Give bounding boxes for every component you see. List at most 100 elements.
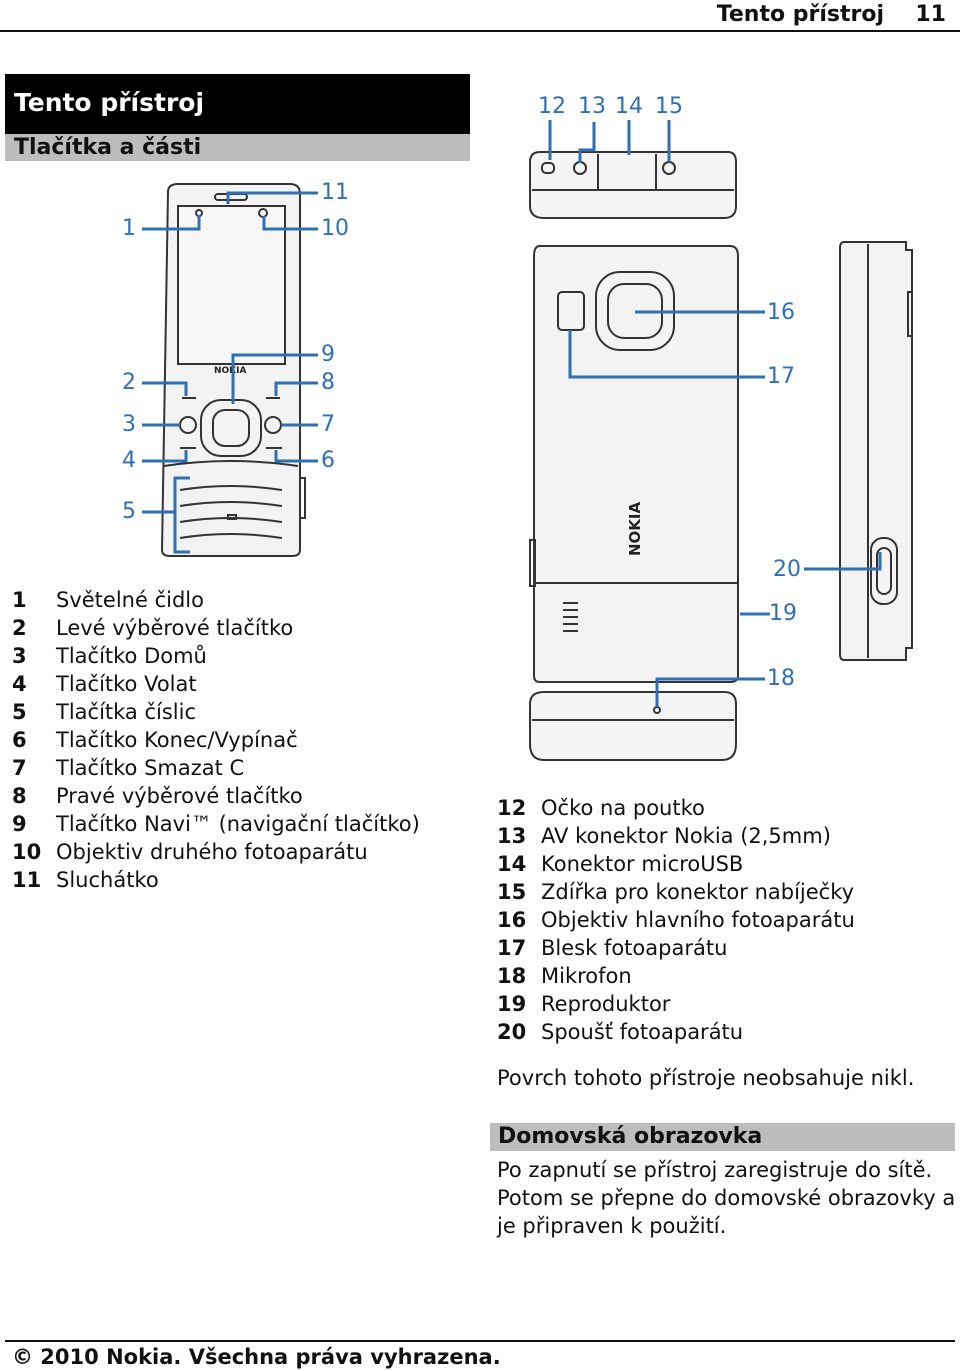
footer-copyright: © 2010 Nokia. Všechna práva vyhrazena. xyxy=(12,1345,501,1369)
parts-list-label: Tlačítko Domů xyxy=(56,644,207,668)
parts-list-number: 13 xyxy=(497,824,527,848)
parts-list-label: Sluchátko xyxy=(56,868,159,892)
callout-16: 16 xyxy=(767,300,795,325)
phone-back-logo: NOKIA xyxy=(626,501,644,556)
parts-list-label: Zdířka pro konektor nabíječky xyxy=(541,880,855,904)
section-heading: Tlačítka a části xyxy=(5,134,470,161)
parts-list-label: Mikrofon xyxy=(541,964,632,988)
parts-list-number: 3 xyxy=(12,644,27,668)
parts-list-item: 2 Levé výběrové tlačítko xyxy=(12,614,420,642)
callout-2: 2 xyxy=(122,370,136,395)
callout-3: 3 xyxy=(122,412,136,437)
callout-10: 10 xyxy=(321,216,349,241)
parts-list-label: Pravé výběrové tlačítko xyxy=(56,784,303,808)
parts-list-label: Levé výběrové tlačítko xyxy=(56,616,294,640)
navi-key-outer xyxy=(200,399,262,457)
parts-list-item: 3 Tlačítko Domů xyxy=(12,642,420,670)
parts-list-item: 20 Spoušť fotoaparátu xyxy=(497,1018,855,1046)
callout-13: 13 xyxy=(578,94,606,119)
leader-2 xyxy=(142,381,188,396)
leader-6 xyxy=(274,450,318,463)
phone-screen xyxy=(177,205,286,365)
parts-list-item: 1 Světelné čidlo xyxy=(12,586,420,614)
phone-back-illustration: NOKIA xyxy=(529,120,913,761)
parts-list-item: 16 Objektiv hlavního fotoaparátu xyxy=(497,906,855,934)
parts-list-item: 9 Tlačítko Navi™ (navigační tlačítko) xyxy=(12,810,420,838)
parts-list-right: 12 Očko na poutko 13 AV konektor Nokia (2,5… xyxy=(497,794,855,1046)
leader-1 xyxy=(142,215,201,231)
parts-list-item: 11 Sluchátko xyxy=(12,866,420,894)
parts-list-label: AV konektor Nokia (2,5mm) xyxy=(541,824,831,848)
leader-5-bracket xyxy=(173,476,190,554)
parts-list-item: 5 Tlačítka číslic xyxy=(12,698,420,726)
leader-8 xyxy=(274,381,318,396)
parts-list-label: Tlačítko Konec/Vypínač xyxy=(56,728,298,752)
parts-list-number: 18 xyxy=(497,964,527,988)
parts-list-label: Tlačítko Navi™ (navigační tlačítko) xyxy=(56,812,420,836)
parts-list-number: 12 xyxy=(497,796,527,820)
chapter-title: Tento přístroj xyxy=(14,88,205,117)
parts-list-number: 15 xyxy=(497,880,527,904)
parts-list-number: 2 xyxy=(12,616,27,640)
callout-7: 7 xyxy=(321,412,335,437)
parts-list-item: 17 Blesk fotoaparátu xyxy=(497,934,855,962)
parts-list-label: Tlačítka číslic xyxy=(56,700,197,724)
parts-list-number: 5 xyxy=(12,700,27,724)
callout-6: 6 xyxy=(321,448,335,473)
callout-15: 15 xyxy=(655,94,683,119)
speaker-grille xyxy=(563,602,578,632)
home-section-heading: Domovská obrazovka xyxy=(490,1123,955,1151)
parts-list-number: 16 xyxy=(497,908,527,932)
page-number: 11 xyxy=(915,2,946,27)
parts-list-item: 15 Zdířka pro konektor nabíječky xyxy=(497,878,855,906)
footer-rule xyxy=(5,1340,955,1342)
home-section-title: Domovská obrazovka xyxy=(498,1124,763,1149)
phone-side-view xyxy=(839,241,913,661)
parts-list-number: 19 xyxy=(497,992,527,1016)
phone-top-view xyxy=(529,151,737,219)
leader-4 xyxy=(142,450,188,463)
phone-front-logo: NOKIA xyxy=(214,366,247,376)
callout-9: 9 xyxy=(321,342,335,367)
parts-list-number: 8 xyxy=(12,784,27,808)
parts-list-number: 9 xyxy=(12,812,27,836)
parts-list-number: 17 xyxy=(497,936,527,960)
callout-11: 11 xyxy=(321,180,349,205)
leader-17 xyxy=(568,330,765,379)
parts-list-number: 11 xyxy=(12,868,42,892)
callout-12: 12 xyxy=(538,94,566,119)
parts-list-item: 7 Tlačítko Smazat C xyxy=(12,754,420,782)
header-title: Tento přístroj xyxy=(716,2,884,27)
parts-list-number: 7 xyxy=(12,756,27,780)
parts-list-label: Očko na poutko xyxy=(541,796,705,820)
parts-list-label: Blesk fotoaparátu xyxy=(541,936,728,960)
callout-14: 14 xyxy=(615,94,643,119)
parts-list-label: Tlačítko Volat xyxy=(56,672,197,696)
section-title: Tlačítka a části xyxy=(14,135,202,160)
navi-key-inner xyxy=(212,409,250,447)
callout-8: 8 xyxy=(321,370,335,395)
leader-11 xyxy=(226,191,318,204)
parts-list-label: Spoušť fotoaparátu xyxy=(541,1020,744,1044)
parts-list-label: Tlačítko Smazat C xyxy=(56,756,245,780)
parts-list-number: 10 xyxy=(12,840,42,864)
home-section-text: Po zapnutí se přístroj zaregistruje do s… xyxy=(497,1158,956,1238)
parts-list-label: Světelné čidlo xyxy=(56,588,204,612)
phone-back-view xyxy=(533,245,739,683)
callout-20: 20 xyxy=(773,557,801,582)
leader-9 xyxy=(231,353,318,404)
running-header: Tento přístroj 11 xyxy=(0,0,960,32)
callout-18: 18 xyxy=(767,666,795,691)
parts-list-label: Objektiv hlavního fotoaparátu xyxy=(541,908,855,932)
callout-4: 4 xyxy=(122,448,136,473)
parts-list-item: 18 Mikrofon xyxy=(497,962,855,990)
parts-list-item: 8 Pravé výběrové tlačítko xyxy=(12,782,420,810)
parts-list-number: 1 xyxy=(12,588,27,612)
parts-list-number: 20 xyxy=(497,1020,527,1044)
